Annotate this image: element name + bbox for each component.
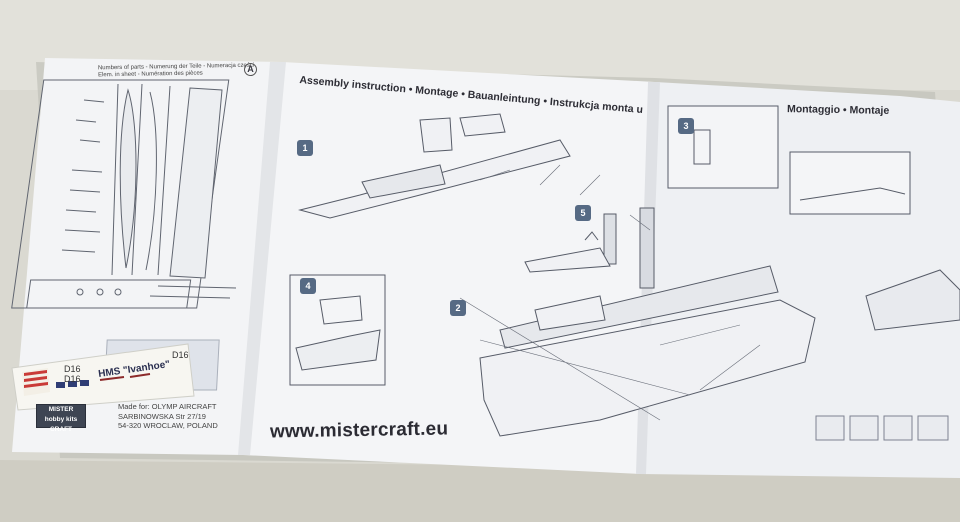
decal-code: D16 (64, 374, 81, 384)
detail-inset-right (667, 105, 960, 331)
decal-code: D16 (64, 364, 81, 374)
leader-lines (459, 164, 761, 421)
decal-stripes (22, 368, 50, 396)
step-badge: 3 (678, 118, 694, 134)
ship-hull-top (298, 113, 571, 219)
manufacturer-address: Made for: OLYMP AIRCRAFT SARBINOWSKA Str… (118, 402, 218, 430)
sprue-diagram (11, 79, 237, 309)
step-badge: 5 (575, 205, 591, 221)
assembly-title-right: Montaggio • Montaje (786, 103, 890, 117)
decal-flags (56, 373, 151, 388)
website-url: www.mistercraft.eu (269, 418, 449, 443)
step-badge: 1 (297, 140, 313, 156)
sprue-letter: A (244, 63, 257, 76)
symbol-legend (815, 415, 949, 441)
step-badge: 4 (300, 278, 316, 294)
parts-header: Numbers of parts - Numerung der Teile - … (97, 62, 255, 79)
decal-sheet (11, 343, 195, 411)
decal-code: D16 (172, 350, 189, 360)
ship-hull-main (479, 207, 816, 437)
mistercraft-logo: MISTER hobby kits CRAFT (36, 404, 86, 433)
step-badge: 2 (450, 300, 466, 316)
